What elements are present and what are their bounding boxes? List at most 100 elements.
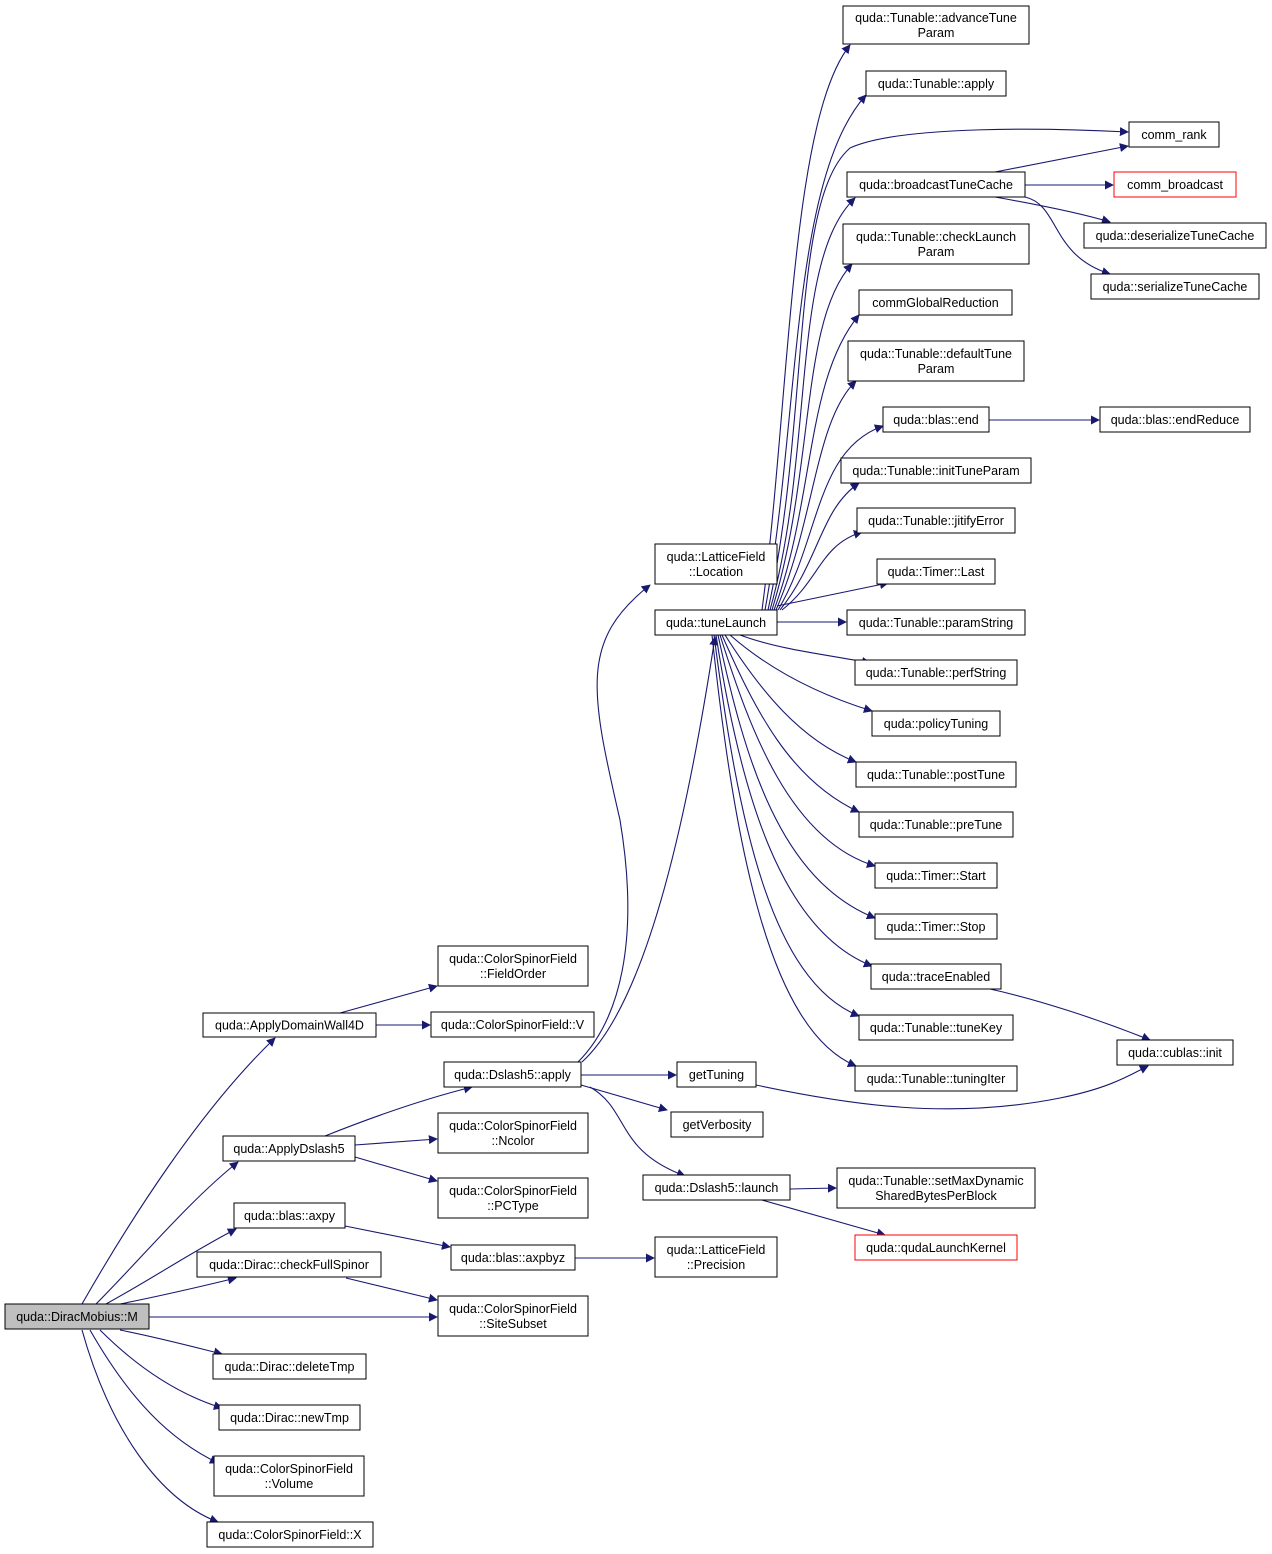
node-getTuning[interactable]: getTuning	[676, 1061, 757, 1088]
node-csfSiteSubset[interactable]: quda::ColorSpinorField::SiteSubset	[437, 1295, 589, 1337]
node-label: Param	[918, 26, 955, 40]
node-csfVolume[interactable]: quda::ColorSpinorField::Volume	[213, 1455, 365, 1497]
node-blasEnd[interactable]: quda::blas::end	[882, 406, 990, 433]
node-csfV[interactable]: quda::ColorSpinorField::V	[430, 1011, 595, 1038]
node-tuneLaunch[interactable]: quda::tuneLaunch	[654, 609, 778, 636]
node-label: ::SiteSubset	[479, 1317, 547, 1331]
node-deserializeTuneCache[interactable]: quda::deserializeTuneCache	[1083, 222, 1267, 249]
node-dslash5Apply[interactable]: quda::Dslash5::apply	[443, 1061, 582, 1088]
node-label: quda::ColorSpinorField	[225, 1462, 353, 1476]
node-jitifyError[interactable]: quda::Tunable::jitifyError	[856, 507, 1016, 534]
node-label: quda::Timer::Last	[888, 565, 985, 579]
node-deleteTmp[interactable]: quda::Dirac::deleteTmp	[212, 1353, 367, 1380]
node-blasAxpbyz[interactable]: quda::blas::axpbyz	[450, 1244, 576, 1271]
node-cublasInit[interactable]: quda::cublas::init	[1116, 1039, 1234, 1066]
node-commRank[interactable]: comm_rank	[1128, 121, 1220, 148]
node-box	[870, 963, 1002, 990]
node-label: quda::Dslash5::apply	[454, 1068, 571, 1082]
node-blasAxpy[interactable]: quda::blas::axpy	[233, 1202, 346, 1229]
node-setMaxDynamic[interactable]: quda::Tunable::setMaxDynamicSharedBytesP…	[836, 1167, 1036, 1209]
edge-getTuning-to-cublasInit	[755, 1065, 1149, 1110]
node-dslash5Launch[interactable]: quda::Dslash5::launch	[642, 1174, 791, 1201]
node-box	[430, 1011, 595, 1038]
node-applyDslash5[interactable]: quda::ApplyDslash5	[222, 1135, 356, 1162]
node-csfNcolor[interactable]: quda::ColorSpinorField::Ncolor	[437, 1112, 589, 1154]
node-box	[858, 289, 1013, 316]
node-timerLast[interactable]: quda::Timer::Last	[876, 558, 996, 585]
node-label: quda::Dirac::deleteTmp	[225, 1360, 355, 1374]
node-box	[846, 171, 1026, 198]
node-lfPrecision[interactable]: quda::LatticeField::Precision	[654, 1236, 778, 1278]
node-label: quda::Dslash5::launch	[655, 1181, 779, 1195]
node-label: quda::policyTuning	[884, 717, 989, 731]
node-timerStart[interactable]: quda::Timer::Start	[874, 862, 998, 889]
node-broadcastTuneCache[interactable]: quda::broadcastTuneCache	[846, 171, 1026, 198]
node-label: quda::ColorSpinorField	[449, 1184, 577, 1198]
node-label: ::Ncolor	[491, 1134, 534, 1148]
edge-traceEnabled-to-cublasInit	[989, 988, 1151, 1042]
node-box	[854, 659, 1018, 686]
node-box	[212, 1353, 367, 1380]
node-label: commGlobalReduction	[872, 296, 998, 310]
edge-tuneLaunch-to-traceEnabled	[715, 634, 873, 968]
node-getVerbosity[interactable]: getVerbosity	[670, 1111, 764, 1138]
node-root[interactable]: quda::DiracMobius::M	[4, 1303, 150, 1330]
node-tunableApply[interactable]: quda::Tunable::apply	[865, 70, 1007, 97]
node-box	[856, 507, 1016, 534]
node-serializeTuneCache[interactable]: quda::serializeTuneCache	[1090, 273, 1260, 300]
node-timerStop[interactable]: quda::Timer::Stop	[874, 913, 998, 940]
node-box	[882, 406, 990, 433]
node-label: quda::ApplyDslash5	[233, 1142, 344, 1156]
node-label: quda::ApplyDomainWall4D	[215, 1019, 364, 1033]
node-box	[233, 1202, 346, 1229]
node-csfX[interactable]: quda::ColorSpinorField::X	[206, 1521, 374, 1548]
node-blasEndReduce[interactable]: quda::blas::endReduce	[1099, 406, 1251, 433]
node-box	[871, 710, 1001, 737]
edge-tuneLaunch-to-checkLaunchParam	[771, 263, 853, 611]
node-tuneKey[interactable]: quda::Tunable::tuneKey	[858, 1014, 1014, 1041]
node-label: quda::tuneLaunch	[666, 616, 766, 630]
edge-root-to-blasAxpy	[105, 1228, 237, 1305]
node-label: Param	[918, 245, 955, 259]
node-tuningIter[interactable]: quda::Tunable::tuningIter	[854, 1065, 1018, 1092]
node-paramString[interactable]: quda::Tunable::paramString	[846, 609, 1026, 636]
node-label: quda::ColorSpinorField	[449, 1302, 577, 1316]
node-box	[1099, 406, 1251, 433]
node-initTuneParam[interactable]: quda::Tunable::initTuneParam	[840, 457, 1032, 484]
node-label: quda::blas::end	[893, 413, 979, 427]
node-csfPCType[interactable]: quda::ColorSpinorField::PCType	[437, 1177, 589, 1219]
edge-root-to-applyDomainWall4D	[81, 1037, 276, 1305]
node-box	[847, 340, 1025, 382]
edge-tuneLaunch-to-preTune	[721, 634, 860, 813]
node-box	[836, 1167, 1036, 1209]
node-lfLocation[interactable]: quda::LatticeField::Location	[654, 543, 778, 585]
node-label: quda::blas::axpy	[244, 1209, 336, 1223]
node-box	[858, 811, 1014, 838]
node-policyTuning[interactable]: quda::policyTuning	[871, 710, 1001, 737]
node-qudaLaunchKernel[interactable]: quda::qudaLaunchKernel	[854, 1234, 1018, 1261]
node-newTmp[interactable]: quda::Dirac::newTmp	[218, 1404, 361, 1431]
node-label: quda::Tunable::jitifyError	[868, 514, 1004, 528]
node-postTune[interactable]: quda::Tunable::postTune	[855, 761, 1017, 788]
node-commBroadcast[interactable]: comm_broadcast	[1113, 171, 1237, 198]
node-traceEnabled[interactable]: quda::traceEnabled	[870, 963, 1002, 990]
node-label: quda::Tunable::initTuneParam	[852, 464, 1019, 478]
node-checkFullSpinor[interactable]: quda::Dirac::checkFullSpinor	[196, 1251, 382, 1278]
node-applyDomainWall4D[interactable]: quda::ApplyDomainWall4D	[202, 1012, 377, 1038]
node-preTune[interactable]: quda::Tunable::preTune	[858, 811, 1014, 838]
node-perfString[interactable]: quda::Tunable::perfString	[854, 659, 1018, 686]
edge-applyDslash5-to-dslash5Apply	[324, 1084, 473, 1137]
node-box	[654, 543, 778, 585]
edge-tuneLaunch-to-tuningIter	[711, 634, 857, 1068]
edge-tuneLaunch-to-tuneKey	[713, 634, 860, 1018]
node-label: quda::Tunable::advanceTune	[855, 11, 1017, 25]
node-box	[202, 1012, 377, 1038]
node-box	[842, 223, 1030, 265]
node-commGlobalReduction[interactable]: commGlobalReduction	[858, 289, 1013, 316]
node-csfFieldOrder[interactable]: quda::ColorSpinorField::FieldOrder	[437, 945, 589, 987]
node-box	[196, 1251, 382, 1278]
